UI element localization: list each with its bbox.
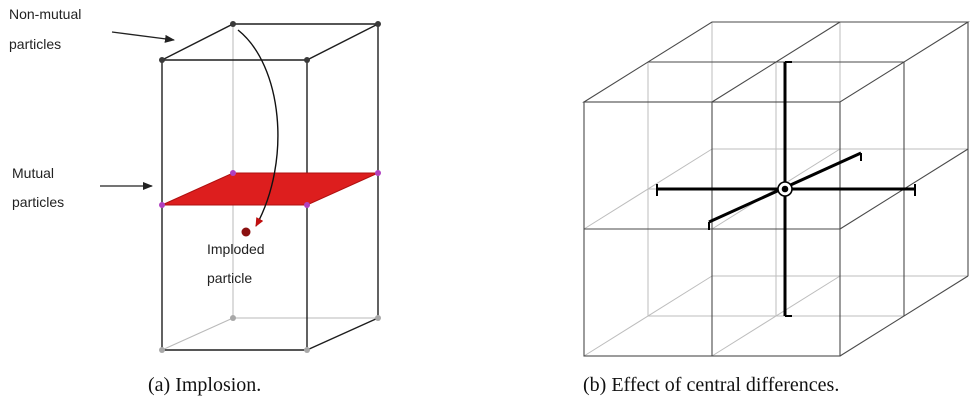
panel-central-differences: (b) Effect of central differences. [582, 21, 970, 396]
caption-central-differences: (b) Effect of central differences. [583, 374, 839, 396]
stencil-center-point [777, 181, 793, 197]
mutual-particles [159, 170, 381, 208]
panel-implosion: Non-mutual particles Mutual particles Im… [9, 6, 381, 396]
nonmutual-particles [159, 21, 381, 353]
mutual-particles-plane [161, 172, 379, 206]
label-imploded-line1: Imploded [207, 241, 265, 257]
label-mutual-line2: particles [12, 194, 64, 210]
implosion-arrow [237, 29, 279, 227]
label-imploded-line2: particle [207, 270, 252, 286]
caption-implosion: (a) Implosion. [148, 374, 261, 396]
label-nonmutual-line2: particles [9, 36, 61, 52]
label-nonmutual-line1: Non-mutual [9, 6, 81, 22]
imploded-particle [241, 227, 251, 237]
label-mutual-line1: Mutual [12, 165, 54, 181]
nonmutual-pointer-arrow [111, 31, 175, 43]
